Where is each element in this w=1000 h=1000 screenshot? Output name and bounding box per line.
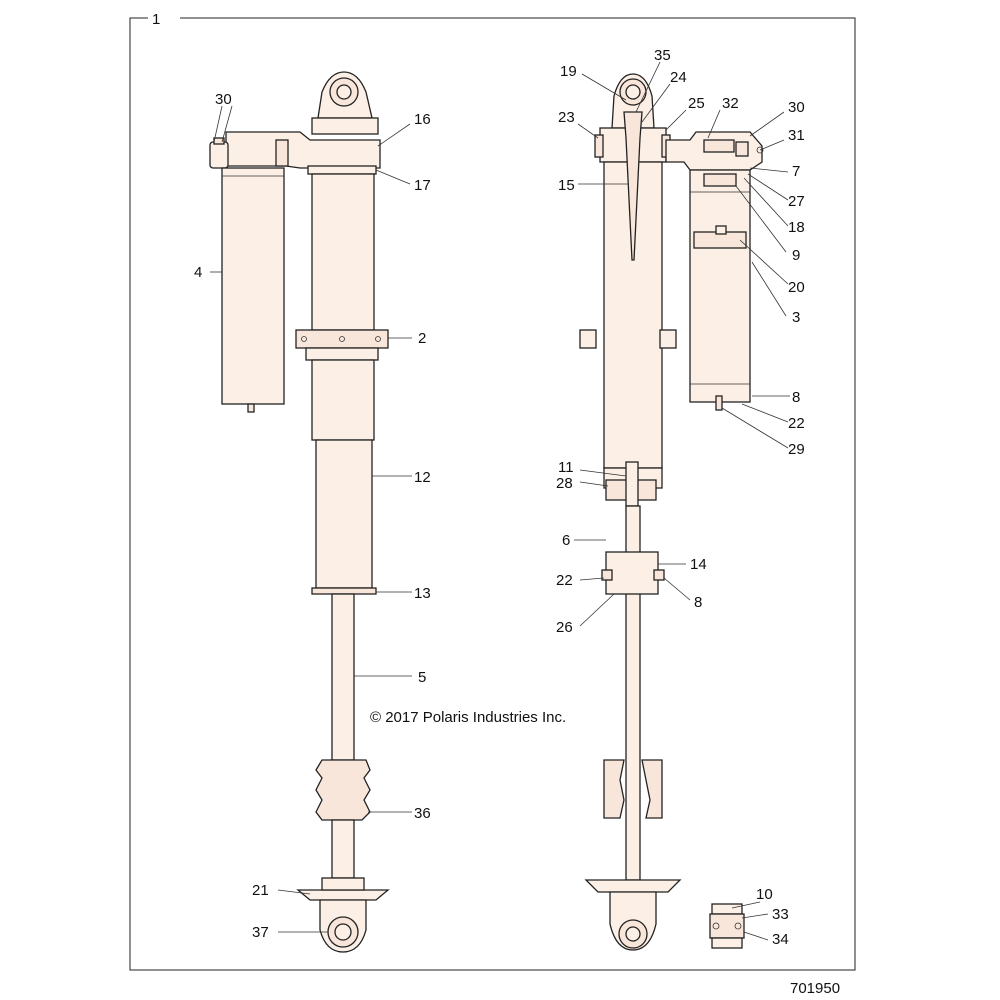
callout-23: 23 <box>558 109 575 126</box>
callout-31: 31 <box>788 127 805 144</box>
copyright-notice: © 2017 Polaris Industries Inc. <box>370 709 566 726</box>
bearing-detail <box>709 903 745 949</box>
callout-37: 37 <box>252 924 269 941</box>
callout-26: 26 <box>556 619 573 636</box>
callout-11: 11 <box>558 459 574 476</box>
callout-20: 20 <box>788 279 805 296</box>
callout-9: 9 <box>792 247 800 264</box>
callout-36: 36 <box>414 805 431 822</box>
callout-10: 10 <box>756 886 773 903</box>
callout-35: 35 <box>654 47 671 64</box>
callout-30-left: 30 <box>215 91 232 108</box>
callout-3: 3 <box>792 309 800 326</box>
callout-19: 19 <box>560 63 577 80</box>
callout-22-lower: 22 <box>556 572 573 589</box>
callout-12: 12 <box>414 469 431 486</box>
callout-labels: 1 30 16 17 4 2 12 13 5 36 21 37 19 35 24… <box>152 11 805 948</box>
assembled-shock <box>209 71 390 953</box>
callout-14: 14 <box>690 556 707 573</box>
callout-24: 24 <box>670 69 687 86</box>
callout-6: 6 <box>562 532 570 549</box>
callout-29: 29 <box>788 441 805 458</box>
figure-number: 701950 <box>790 980 840 997</box>
callout-1: 1 <box>152 11 160 28</box>
callout-8-lower: 8 <box>694 594 702 611</box>
callout-4: 4 <box>194 264 202 281</box>
callout-27: 27 <box>788 193 805 210</box>
callout-21: 21 <box>252 882 269 899</box>
leader-lines <box>210 61 790 941</box>
callout-7: 7 <box>792 163 800 180</box>
callout-25: 25 <box>688 95 705 112</box>
callout-5: 5 <box>418 669 426 686</box>
callout-32: 32 <box>722 95 739 112</box>
callout-30-right: 30 <box>788 99 805 116</box>
callout-8-upper: 8 <box>792 389 800 406</box>
section-view-shock <box>579 73 764 951</box>
callout-18: 18 <box>788 219 805 236</box>
callout-17: 17 <box>414 177 431 194</box>
callout-33: 33 <box>772 906 789 923</box>
callout-15: 15 <box>558 177 575 194</box>
callout-28: 28 <box>556 475 573 492</box>
callout-22-upper: 22 <box>788 415 805 432</box>
callout-16: 16 <box>414 111 431 128</box>
callout-34: 34 <box>772 931 789 948</box>
callout-13: 13 <box>414 585 431 602</box>
diagram-frame <box>129 17 856 971</box>
callout-2: 2 <box>418 330 426 347</box>
